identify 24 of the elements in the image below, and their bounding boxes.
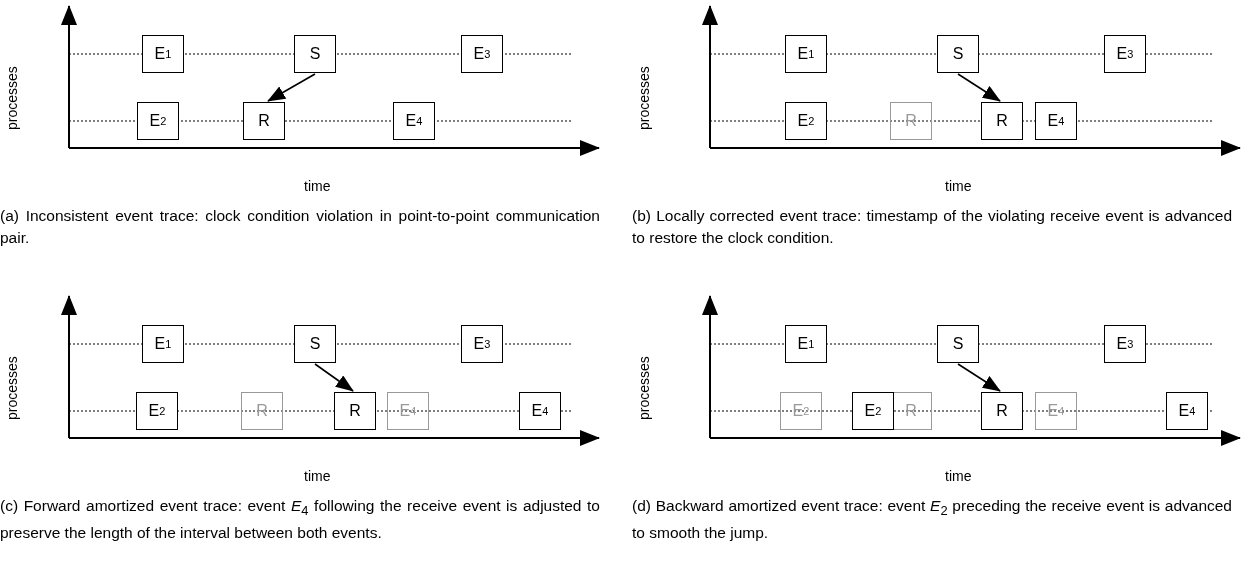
figure-caption: (a) Inconsistent event trace: clock condition violation in point-to-point communication pair. [0, 206, 600, 248]
axis-label: time [304, 468, 331, 484]
message-arrow [314, 363, 354, 392]
event-box: S [294, 35, 336, 73]
event-box: R [243, 102, 285, 140]
event-box: S [937, 35, 979, 73]
event-box: R [334, 392, 376, 430]
axis-label: processes [4, 356, 20, 420]
axis-label: processes [636, 66, 652, 130]
message-arrow [957, 363, 1001, 392]
figure-caption: (d) Backward amortized event trace: event E$_{2}$ preceding the receive event is advanced to smooth the jump. [632, 496, 1232, 544]
message-arrow [267, 73, 316, 102]
axis-label: processes [636, 356, 652, 420]
figure-caption: (c) Forward amortized event trace: event E$_{4}$ following the receive event is adjusted to preserve the length of the interval between both events. [0, 496, 600, 544]
event-box: R [981, 392, 1023, 430]
event-box: S [937, 325, 979, 363]
axis-label: time [945, 468, 972, 484]
axis-label: processes [4, 66, 20, 130]
figure-caption: (b) Locally corrected event trace: timestamp of the violating receive event is advanced to restore the clock condition. [632, 206, 1232, 248]
event-box: R [981, 102, 1023, 140]
axis-label: time [945, 178, 972, 194]
axis-label: time [304, 178, 331, 194]
message-arrow [957, 73, 1001, 102]
event-box: S [294, 325, 336, 363]
